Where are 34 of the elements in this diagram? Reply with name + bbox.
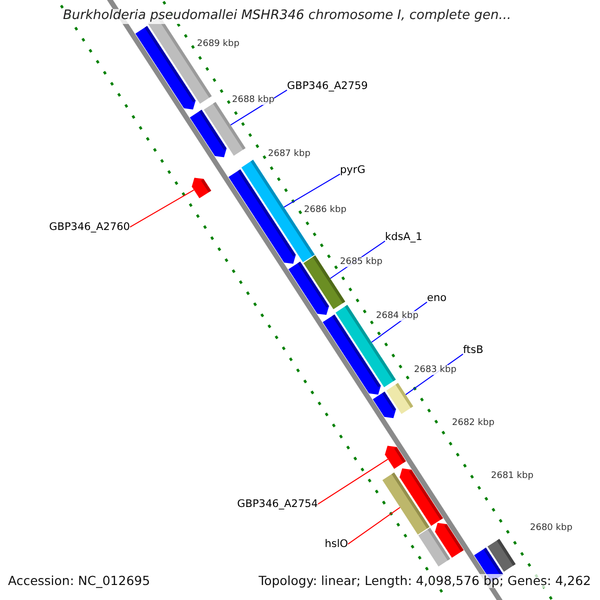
scale-tick-label: 2685 kbp [340, 257, 382, 268]
map-title: Burkholderia pseudomallei MSHR346 chromosome I, complete gen... [63, 9, 512, 24]
leader-line [283, 174, 340, 208]
scale-tick-label: 2687 kbp [268, 149, 310, 160]
gene-segment [372, 392, 396, 418]
gene-label: eno [427, 292, 447, 304]
gene-segment [192, 178, 212, 198]
scale-tick-label: 2682 kbp [452, 418, 494, 428]
scale-tick-label: 2681 kbp [491, 471, 534, 482]
gene-segment [228, 169, 296, 264]
gene-label: ftsB [463, 344, 484, 356]
gene-segment [288, 262, 329, 315]
gene-segment [190, 110, 227, 158]
gene-label: GBP346_A2754 [237, 498, 318, 510]
scale-tick-label: 2689 kbp [197, 39, 240, 50]
leader-line [130, 189, 194, 228]
gene-segment [418, 528, 450, 566]
scale-tick-label: 2683 kbp [414, 365, 456, 376]
leader-line [348, 506, 401, 545]
gene-label: hslO [324, 538, 348, 550]
gene-segment [488, 538, 516, 572]
gene-segment [384, 446, 406, 469]
gene-segment [400, 468, 443, 526]
footer-text: Topology: linear; Length: 4,098,576 bp; Genes: 4,262 [258, 574, 591, 588]
footer-text: Accession: NC_012695 [8, 574, 150, 588]
leader-line [318, 458, 388, 505]
scale-tick-label: 2680 kbp [530, 523, 572, 534]
scale-tick-label: 2688 kbp [232, 95, 274, 106]
gene-label: kdsA_1 [385, 231, 422, 244]
scale-tick-label: 2686 kbp [304, 205, 346, 216]
gene-label: GBP346_A2759 [287, 80, 368, 92]
scale-tick-label: 2684 kbp [376, 311, 418, 322]
gene-label: pyrG [340, 164, 366, 176]
gene-label: GBP346_A2760 [49, 221, 130, 234]
